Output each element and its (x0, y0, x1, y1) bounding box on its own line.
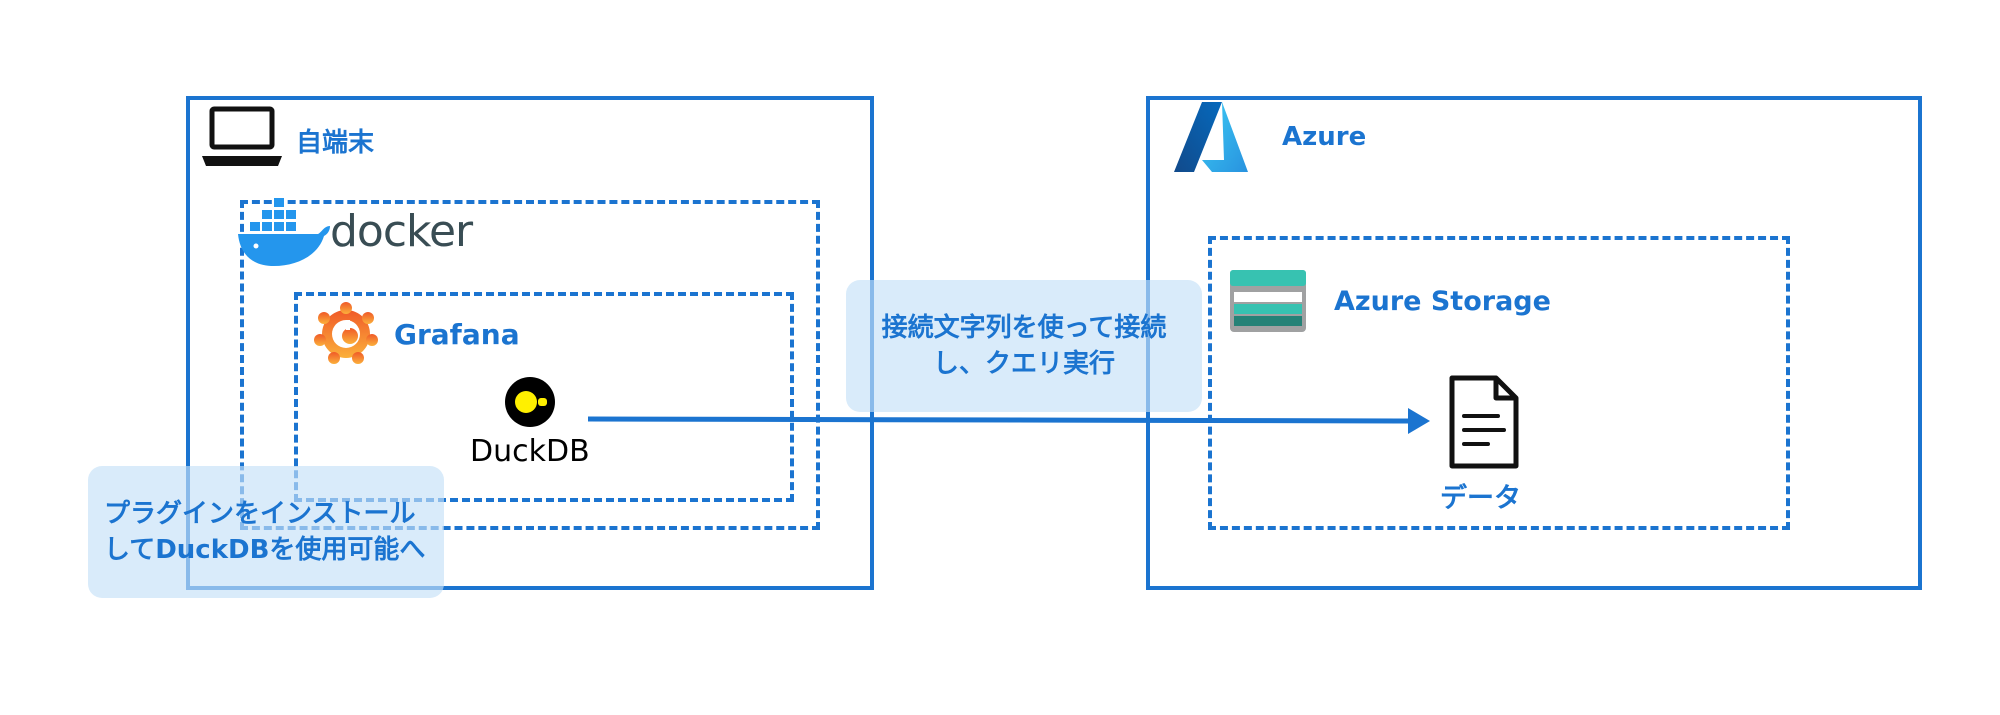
docker-box (240, 200, 820, 530)
duckdb-label: DuckDB (470, 434, 590, 469)
azure-label: Azure (1282, 122, 1367, 152)
connection-note-line-1: 接続文字列を使って接続 (881, 313, 1167, 343)
docker-label: docker (330, 206, 473, 257)
laptop-icon (202, 106, 282, 166)
docker-whale-icon (238, 198, 330, 266)
plugin-note: プラグインをインストール してDuckDBを使用可能へ (88, 466, 444, 598)
document-icon (1449, 375, 1519, 469)
client-label: 自端末 (296, 128, 375, 158)
data-file-label: データ (1440, 483, 1521, 514)
storage-label: Azure Storage (1334, 286, 1551, 317)
grafana-box (294, 292, 794, 502)
connection-note: 接続文字列を使って接続 し、クエリ実行 (846, 280, 1202, 412)
grafana-label: Grafana (394, 318, 520, 351)
azure-icon (1174, 102, 1248, 172)
azure-storage-icon (1230, 270, 1306, 332)
storage-box (1208, 236, 1790, 530)
connection-note-line-2: し、クエリ実行 (932, 349, 1115, 379)
plugin-note-line-2: してDuckDBを使用可能へ (104, 535, 426, 565)
duckdb-icon (505, 377, 555, 427)
grafana-icon (314, 302, 378, 364)
plugin-note-line-1: プラグインをインストール (104, 499, 416, 529)
